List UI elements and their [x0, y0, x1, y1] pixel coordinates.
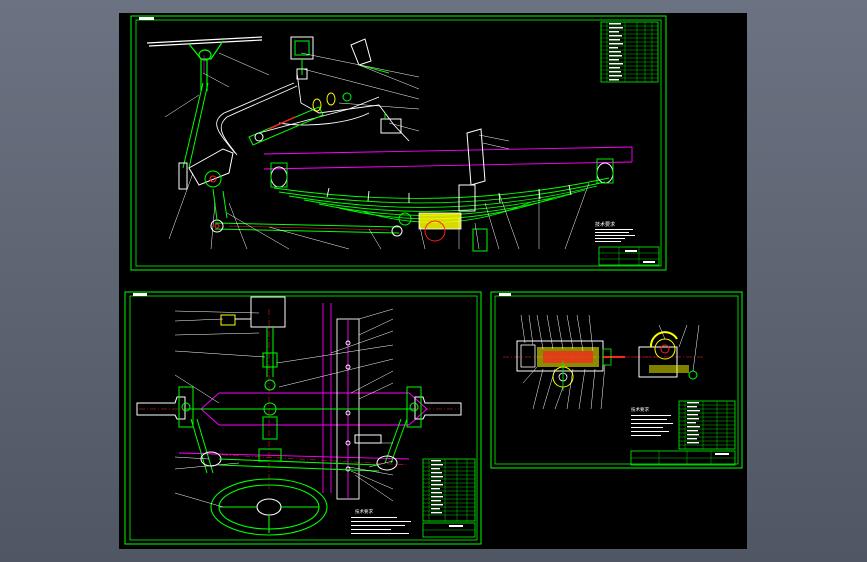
sheet-2-corner-tag — [133, 293, 147, 296]
sheet-1-title-block — [598, 246, 660, 266]
sheet-1-outer-border — [130, 15, 667, 271]
sheet-3-corner-tag — [499, 293, 511, 296]
sheet-1: 技术要求 — [130, 15, 667, 271]
sheet-1-leader-lines — [164, 52, 590, 250]
sheet-3-leader-lines — [520, 314, 700, 410]
sheet-2-parts-table — [422, 458, 476, 538]
sheet-3-title-block — [630, 450, 736, 466]
sheet-1-parts-table — [600, 21, 659, 83]
sheet-2-inner-frame — [129, 295, 478, 541]
sheet-2-steering-wheel — [210, 478, 328, 536]
sheet-3-technical-notes: 技术要求 — [631, 406, 673, 436]
sheet-2-technical-notes: 技术要求 — [351, 508, 411, 534]
sheet-3-gear-section — [503, 340, 659, 391]
sheet-3: 技术要求 — [490, 291, 743, 469]
sheet-3-outer-border — [490, 291, 743, 469]
sheet-1-frame-rail — [263, 146, 633, 170]
sheet-1-axle-section — [398, 128, 488, 252]
sheet-2-front-axle — [136, 386, 462, 428]
sheet-2-outer-border — [124, 291, 482, 545]
sheet-1-technical-notes: 技术要求 — [595, 221, 635, 242]
sheet-2-notes-heading: 技术要求 — [355, 508, 373, 515]
sheet-3-parts-table — [678, 400, 736, 450]
sheet-3-sector-gear — [631, 331, 703, 380]
sheet-1-hydraulic-lines — [216, 72, 410, 156]
sheet-3-notes-heading: 技术要求 — [631, 406, 649, 413]
sheet-1-steering-wheel — [146, 36, 263, 91]
sheet-1-pump-reservoir — [290, 36, 402, 134]
sheet-1-steering-column — [178, 82, 234, 190]
sheet-3-inner-frame — [494, 295, 739, 465]
cad-drawing-viewport[interactable]: 技术要求 — [119, 13, 747, 549]
sheet-2-leader-lines — [174, 308, 394, 508]
sheet-2-steering-gear — [220, 296, 286, 462]
sheet-2-tie-rod — [190, 418, 408, 474]
sheet-1-power-cylinder — [248, 92, 352, 146]
sheet-1-corner-tag — [139, 17, 154, 20]
sheet-1-inner-frame — [135, 19, 662, 267]
sheet-2: 技术要求 — [124, 291, 482, 545]
sheet-1-notes-heading: 技术要求 — [595, 221, 615, 228]
